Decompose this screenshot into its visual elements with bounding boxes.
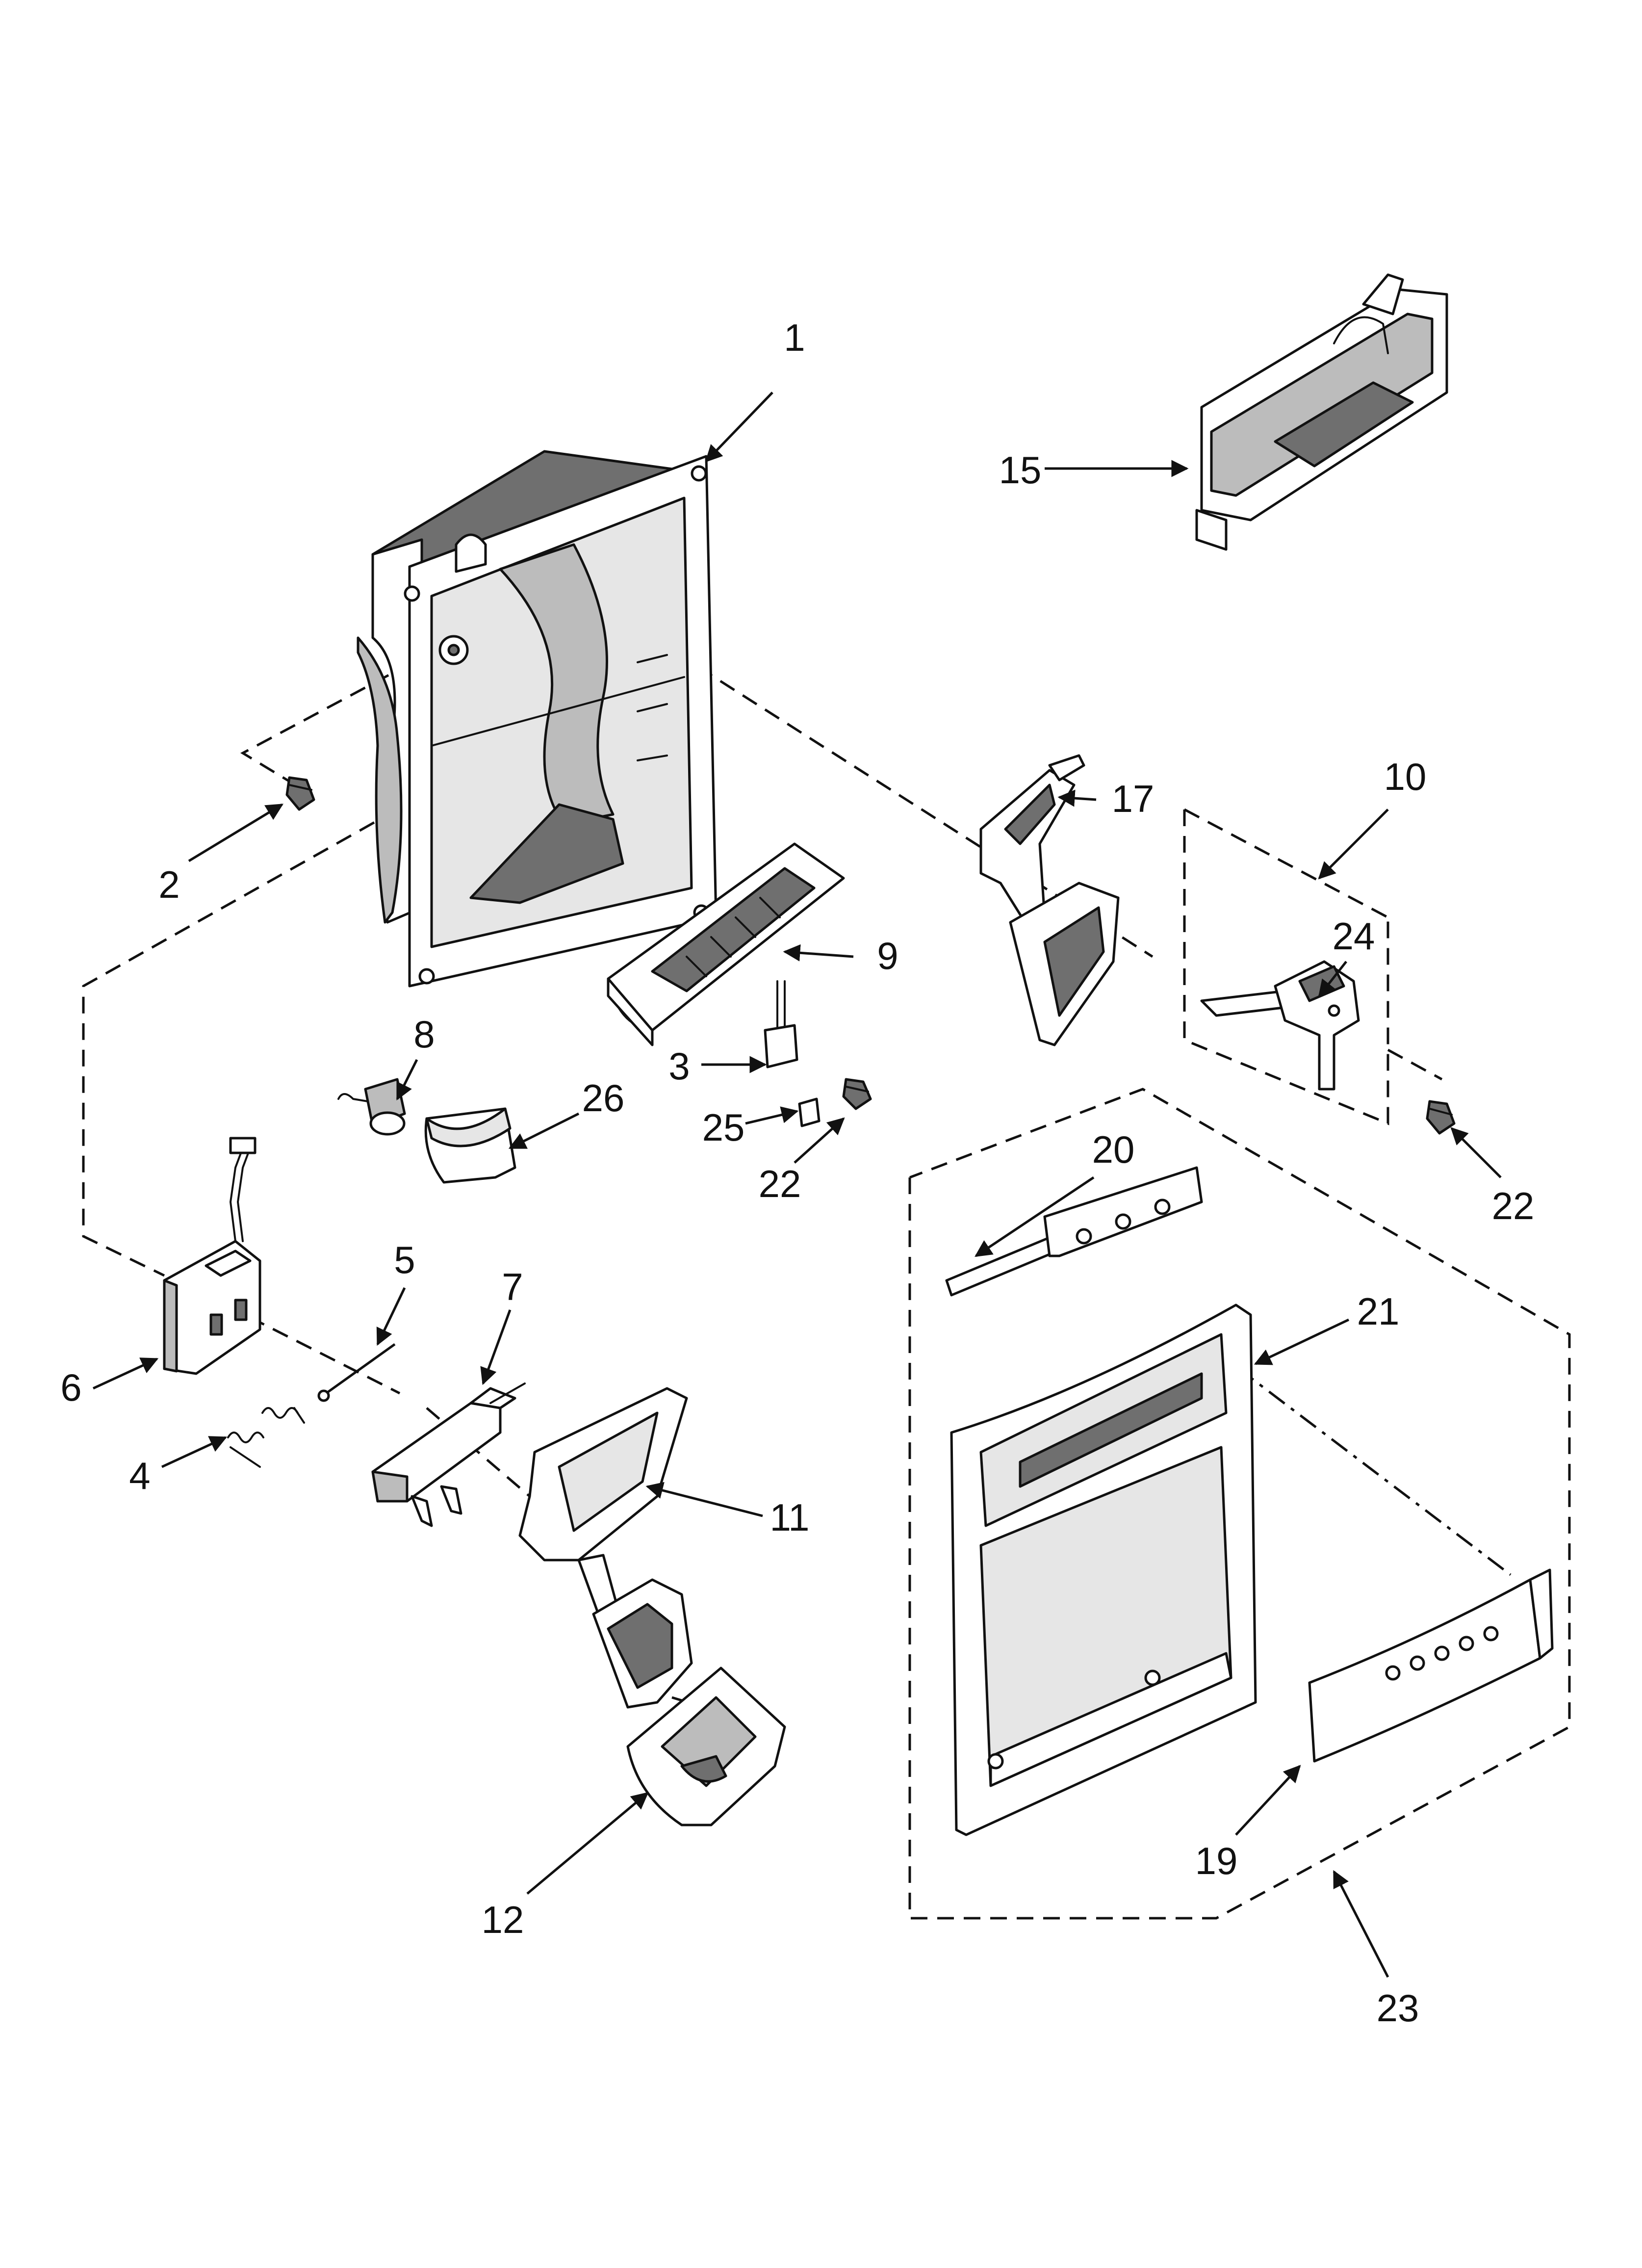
part-15-control-module [1195,273,1448,551]
part-20-switch-board [945,1166,1203,1297]
part-2-screw [285,776,315,811]
part-4-spring [227,1407,305,1468]
part-22-screw-center [842,1078,872,1110]
callout-12: 12 [482,1898,524,1941]
callout-9: 9 [877,934,898,977]
part-1-dispenser-housing [357,450,718,988]
callout-25: 25 [702,1106,745,1149]
part-11-water-lever [518,1387,693,1709]
callout-23: 23 [1377,1986,1419,2030]
part-19-control-panel [1308,1568,1554,1763]
part-5-pin [317,1343,396,1402]
callout-22-center: 22 [759,1162,801,1205]
callout-8: 8 [413,1013,435,1056]
callout-19: 19 [1195,1839,1238,1882]
part-24-actuator-arm [1200,960,1360,1091]
callout-20: 20 [1092,1128,1135,1171]
callout-21: 21 [1357,1290,1400,1333]
callout-5: 5 [394,1238,415,1281]
callout-1: 1 [784,316,805,359]
callout-11: 11 [770,1496,810,1539]
part-8-solenoid [337,1078,406,1136]
part-26-cover [424,1107,516,1184]
callout-4: 4 [129,1454,150,1497]
part-22-screw-right [1426,1100,1456,1135]
part-9-drip-tray [607,842,845,1046]
part-21-dispenser-frame [950,1303,1257,1836]
callout-26: 26 [582,1076,625,1120]
part-6-control-box [163,1137,261,1375]
part-17-ice-lever [979,754,1120,1046]
callout-22-right: 22 [1492,1184,1535,1227]
part-12-ice-chute [626,1667,786,1826]
part-7-hinge-bracket [371,1382,526,1527]
callout-15: 15 [999,448,1042,492]
callout-24: 24 [1333,914,1375,958]
leader-arrows [92,391,1502,1978]
callout-2: 2 [158,863,180,906]
part-3-switch [764,980,798,1069]
callout-3: 3 [668,1044,690,1088]
callout-labels: 1 2 3 4 5 6 7 8 9 10 11 12 15 17 19 20 2… [60,316,1534,2030]
callout-6: 6 [60,1366,81,1409]
callout-7: 7 [502,1265,523,1308]
callout-17: 17 [1112,777,1155,820]
part-25-clip [798,1097,821,1127]
callout-10: 10 [1384,755,1427,798]
